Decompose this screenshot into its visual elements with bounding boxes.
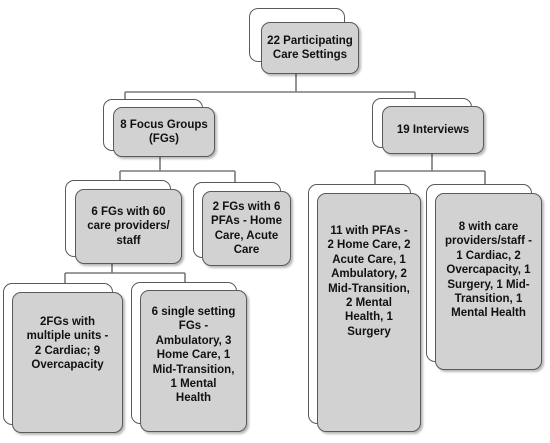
fg-single-setting-label-line: 6 single setting [151, 306, 236, 318]
interviews-label: 19 Interviews [397, 123, 469, 137]
root-label: 22 Participating Care Settings [267, 34, 353, 63]
int-providers-label-line: 1 Cardiac, 2 [456, 249, 521, 262]
fg-multi-unit-label: 2FGs with multiple units - 2 Cardiac; 9 … [27, 315, 109, 373]
int-pfas-label-line: Health, 1 [345, 311, 393, 324]
node-int-pfas-box: 11 with PFAs - 2 Home Care, 2 Acute Care… [317, 193, 421, 432]
int-providers-label-line: Transition, 1 [454, 292, 523, 305]
node-root: 22 Participating Care Settings [249, 8, 359, 74]
interviews-label-line: 19 Interviews [396, 123, 470, 136]
node-focus-groups: 8 Focus Groups (FGs) [103, 99, 215, 157]
fg-single-setting-label-line: Ambulatory, 3 [155, 334, 232, 347]
fg-single-setting-label-line: FGs - [178, 320, 209, 333]
fg-single-setting-label-line: Home Care, 1 [156, 349, 231, 362]
fg-single-setting-label-line: 1 Mental [170, 377, 217, 390]
node-int-pfas: 11 with PFAs - 2 Home Care, 2 Acute Care… [308, 184, 421, 432]
node-fg-providers: 6 FGs with 60 care providers/ staff [65, 180, 182, 264]
fg-providers-label: 6 FGs with 60 care providers/ staff [87, 205, 169, 248]
root-label-line: 22 Participating [267, 34, 353, 47]
root-label-line: Care Settings [272, 49, 348, 61]
node-fg-providers-box: 6 FGs with 60 care providers/ staff [75, 189, 182, 264]
fg-pfas-label-line: Care [233, 243, 260, 256]
node-fg-multi-unit: 2FGs with multiple units - 2 Cardiac; 9 … [3, 283, 123, 433]
int-providers-label-line: 8 with care [458, 221, 519, 233]
int-pfas-label-line: Surgery [347, 325, 391, 338]
int-pfas-label: 11 with PFAs - 2 Home Care, 2 Acute Care… [327, 224, 410, 339]
int-providers-label-line: Surgery, 1 Mid- [447, 278, 530, 291]
focus-groups-label: 8 Focus Groups (FGs) [120, 118, 208, 147]
fg-pfas-label-line: 2 FGs with 6 [212, 200, 281, 213]
int-pfas-label-line: Ambulatory, 2 [331, 268, 407, 281]
fg-multi-unit-label-line: 2FGs with [40, 316, 95, 328]
node-root-box: 22 Participating Care Settings [261, 22, 359, 74]
int-providers-label-line: Overcapacity, 1 [446, 264, 531, 277]
int-pfas-label-line: Mid-Transition, [328, 282, 410, 295]
focus-groups-label-line: 8 Focus Groups [120, 118, 208, 131]
int-pfas-label-line: 2 Home Care, 2 [327, 239, 411, 252]
fg-pfas-label: 2 FGs with 6 PFAs - Home Care, Acute Car… [211, 200, 282, 258]
fg-single-setting-label-line: Health [175, 392, 212, 405]
int-providers-label: 8 with care providers/staff - 1 Cardiac,… [445, 220, 532, 321]
node-interviews-box: 19 Interviews [382, 106, 484, 154]
node-interviews: 19 Interviews [372, 98, 484, 154]
fg-multi-unit-label-line: multiple units - [26, 330, 109, 343]
fg-providers-label-line: care providers/ [87, 220, 170, 233]
fg-providers-label-line: staff [116, 234, 141, 247]
fg-single-setting-label: 6 single setting FGs - Ambulatory, 3 Hom… [152, 305, 236, 406]
int-pfas-label-line: 11 with PFAs - [330, 225, 408, 237]
fg-pfas-label-line: PFAs - Home [211, 215, 282, 228]
fg-providers-label-line: 6 FGs with 60 [91, 205, 166, 218]
fg-single-setting-label-line: Mid-Transition, [152, 363, 235, 376]
node-fg-pfas: 2 FGs with 6 PFAs - Home Care, Acute Car… [193, 182, 291, 266]
node-fg-single-setting: 6 single setting FGs - Ambulatory, 3 Hom… [131, 282, 247, 432]
fg-multi-unit-label-line: 2 Cardiac; 9 [34, 344, 101, 357]
int-pfas-label-line: 2 Mental [345, 296, 392, 309]
fg-pfas-label-line: Care, Acute [214, 229, 279, 242]
int-providers-label-line: providers/staff - [445, 235, 532, 248]
node-fg-single-setting-box: 6 single setting FGs - Ambulatory, 3 Hom… [140, 290, 247, 432]
node-int-providers: 8 with care providers/staff - 1 Cardiac,… [426, 184, 542, 370]
node-focus-groups-box: 8 Focus Groups (FGs) [113, 107, 215, 157]
node-fg-multi-unit-box: 2FGs with multiple units - 2 Cardiac; 9 … [12, 292, 123, 433]
focus-groups-label-line: (FGs) [148, 133, 179, 145]
fg-multi-unit-label-line: Overcapacity [31, 359, 104, 372]
node-fg-pfas-box: 2 FGs with 6 PFAs - Home Care, Acute Car… [202, 191, 291, 266]
int-providers-label-line: Mental Health [451, 307, 526, 320]
int-pfas-label-line: Acute Care, 1 [332, 253, 406, 266]
node-int-providers-box: 8 with care providers/staff - 1 Cardiac,… [435, 193, 542, 370]
